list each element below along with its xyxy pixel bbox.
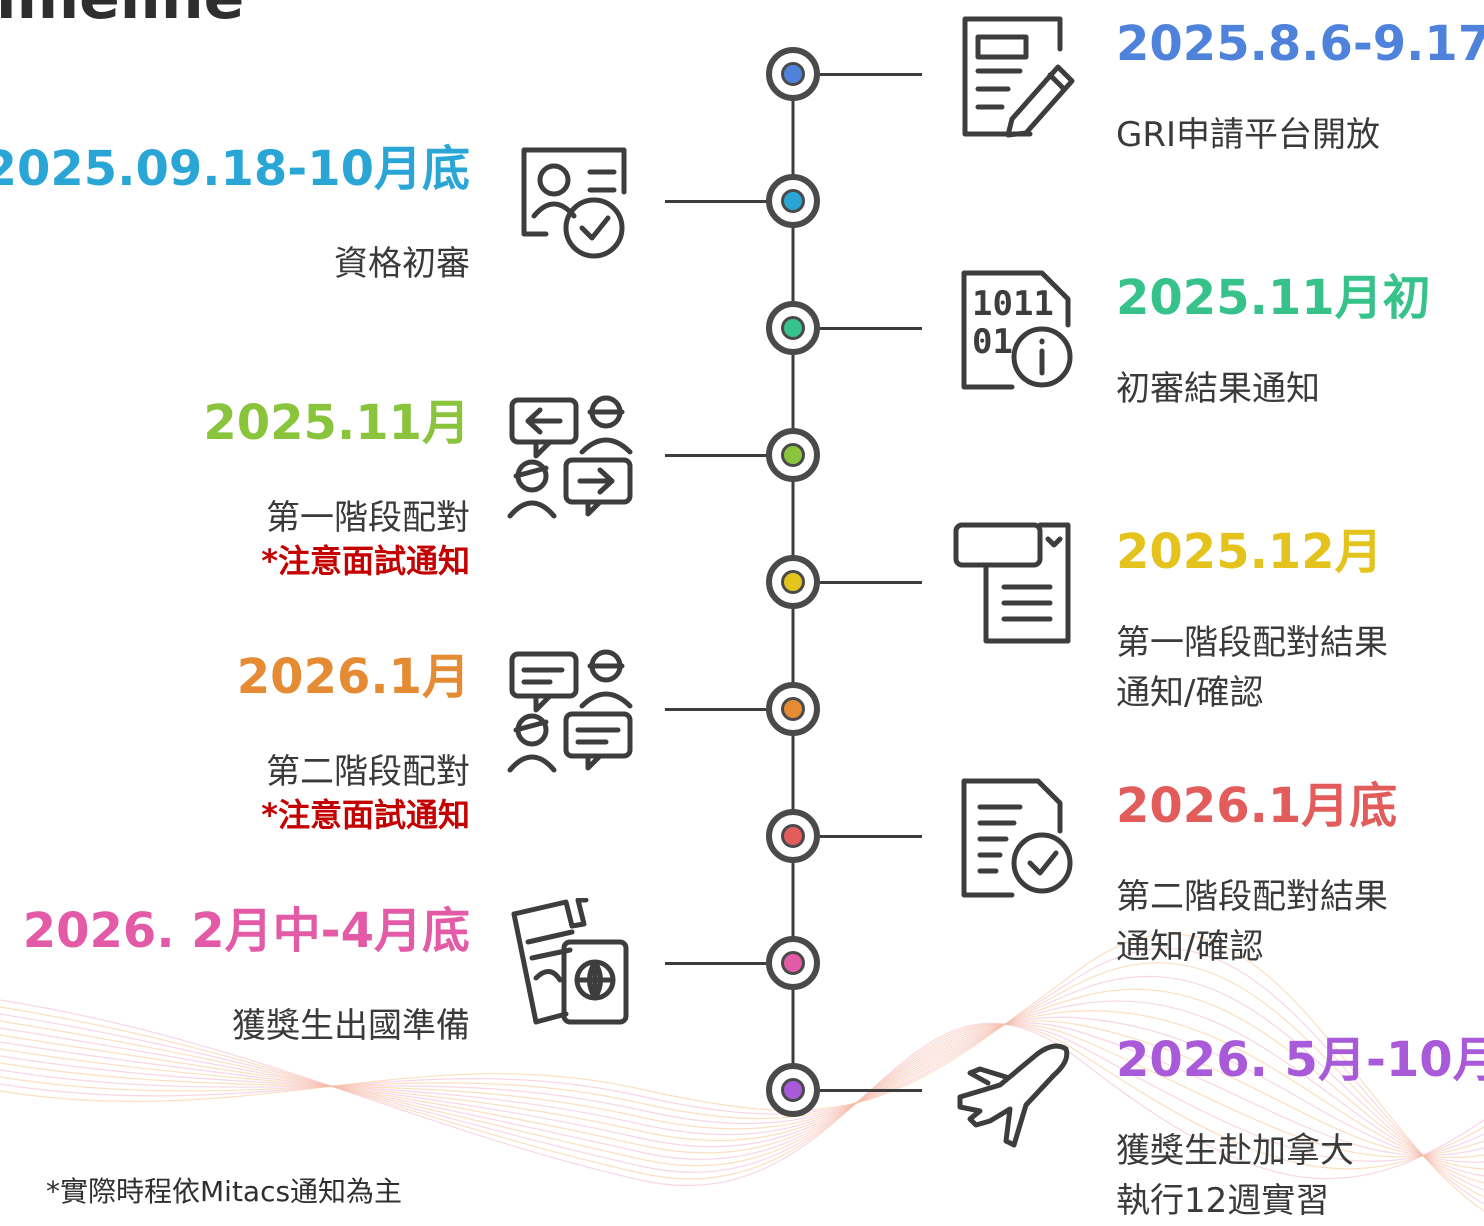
timeline-node-dot <box>781 316 805 340</box>
event-note: *注意面試通知 <box>261 542 470 580</box>
timeline-node-dot <box>781 62 805 86</box>
event-description: 第一階段配對結果 通知/確認 <box>1116 623 1388 713</box>
timeline-node-dot <box>781 443 805 467</box>
event-note: *注意面試通知 <box>261 796 470 834</box>
profile-check-icon <box>506 136 636 266</box>
event-date: 2026. 5月-10月 <box>1116 1032 1484 1088</box>
event-description: 第二階段配對 <box>266 752 470 792</box>
timeline-connector <box>820 581 922 584</box>
event-description: 第二階段配對結果 通知/確認 <box>1116 877 1388 967</box>
svg-text:1011: 1011 <box>972 284 1054 324</box>
timeline-node-dot <box>781 824 805 848</box>
svg-text:01: 01 <box>972 322 1013 362</box>
event-description: 獲獎生赴加拿大 執行12週實習 <box>1116 1131 1354 1221</box>
document-check-icon <box>950 771 1080 901</box>
timeline-connector <box>665 962 768 965</box>
timeline-connector <box>820 327 922 330</box>
timeline-node <box>766 809 820 863</box>
event-date: 2026. 2月中-4月底 <box>22 903 470 959</box>
event-date: 2025.11月 <box>203 395 470 451</box>
event-description: 資格初審 <box>334 244 470 284</box>
document-dropdown-icon <box>950 517 1080 647</box>
page-title: imeline <box>0 0 244 28</box>
timeline-node <box>766 1063 820 1117</box>
event-date: 2026.1月 <box>236 649 470 705</box>
timeline-node-dot <box>781 697 805 721</box>
people-exchange-icon <box>506 390 636 520</box>
timeline-connector <box>820 835 922 838</box>
ticket-passport-icon <box>506 898 636 1028</box>
event-date: 2025.09.18-10月底 <box>0 141 470 197</box>
event-date: 2025.12月 <box>1116 524 1383 580</box>
footnote: *實際時程依Mitacs通知為主 <box>46 1175 403 1208</box>
event-date: 2025.8.6-9.17 <box>1116 16 1484 72</box>
timeline-node-dot <box>781 951 805 975</box>
timeline-node <box>766 301 820 355</box>
people-chat-icon <box>506 644 636 774</box>
event-description: GRI申請平台開放 <box>1116 115 1380 155</box>
document-edit-icon <box>950 9 1080 139</box>
event-description: 第一階段配對 <box>266 498 470 538</box>
timeline-node-dot <box>781 570 805 594</box>
timeline-node-dot <box>781 189 805 213</box>
timeline-node <box>766 682 820 736</box>
event-date: 2026.1月底 <box>1116 778 1398 834</box>
timeline-connector <box>665 708 768 711</box>
timeline-node-dot <box>781 1078 805 1102</box>
timeline-node <box>766 555 820 609</box>
timeline-connector <box>665 454 768 457</box>
timeline-node <box>766 936 820 990</box>
timeline-connector <box>820 1089 922 1092</box>
wave-line <box>0 933 1484 1211</box>
timeline-connector <box>820 73 922 76</box>
event-description: 初審結果通知 <box>1116 369 1320 409</box>
timeline-connector <box>665 200 768 203</box>
timeline-node <box>766 428 820 482</box>
timeline-node <box>766 47 820 101</box>
airplane-icon <box>950 1025 1080 1155</box>
timeline-node <box>766 174 820 228</box>
event-description: 獲獎生出國準備 <box>232 1006 470 1046</box>
event-date: 2025.11月初 <box>1116 270 1431 326</box>
